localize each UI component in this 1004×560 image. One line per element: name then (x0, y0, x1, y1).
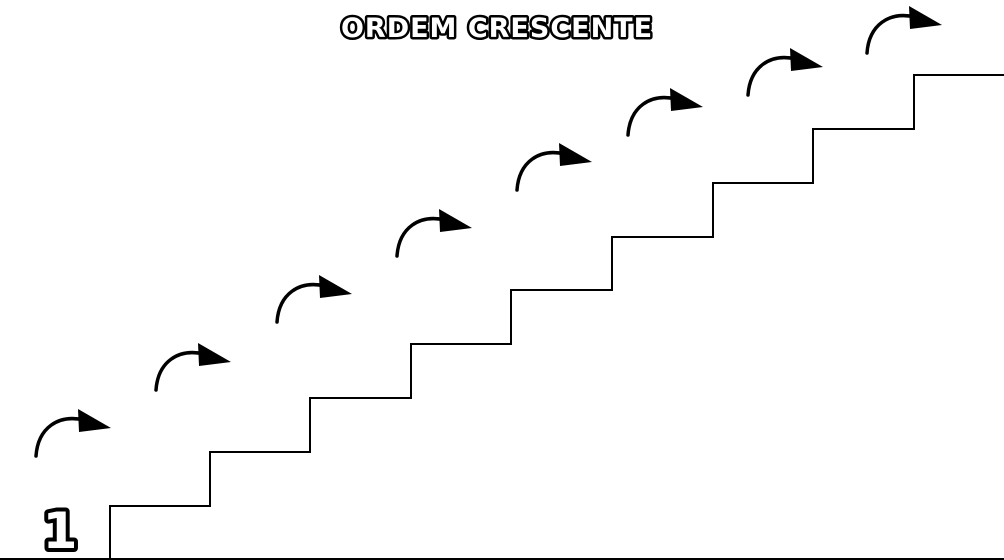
curved-arrow-icon (156, 343, 231, 390)
curved-arrow-icon (748, 48, 823, 95)
worksheet-title: ORDEM CRESCENTE (341, 13, 653, 44)
curved-arrow-icon (397, 209, 472, 256)
curved-arrow-icon (867, 6, 942, 53)
curved-arrow-icon (517, 143, 592, 190)
curved-arrow-icon (277, 275, 352, 322)
curved-arrow-icon (36, 409, 111, 456)
curved-arrow-icon (628, 88, 703, 135)
staircase (110, 75, 1004, 560)
start-number: 1 (43, 502, 78, 560)
arrows-group (36, 6, 942, 456)
